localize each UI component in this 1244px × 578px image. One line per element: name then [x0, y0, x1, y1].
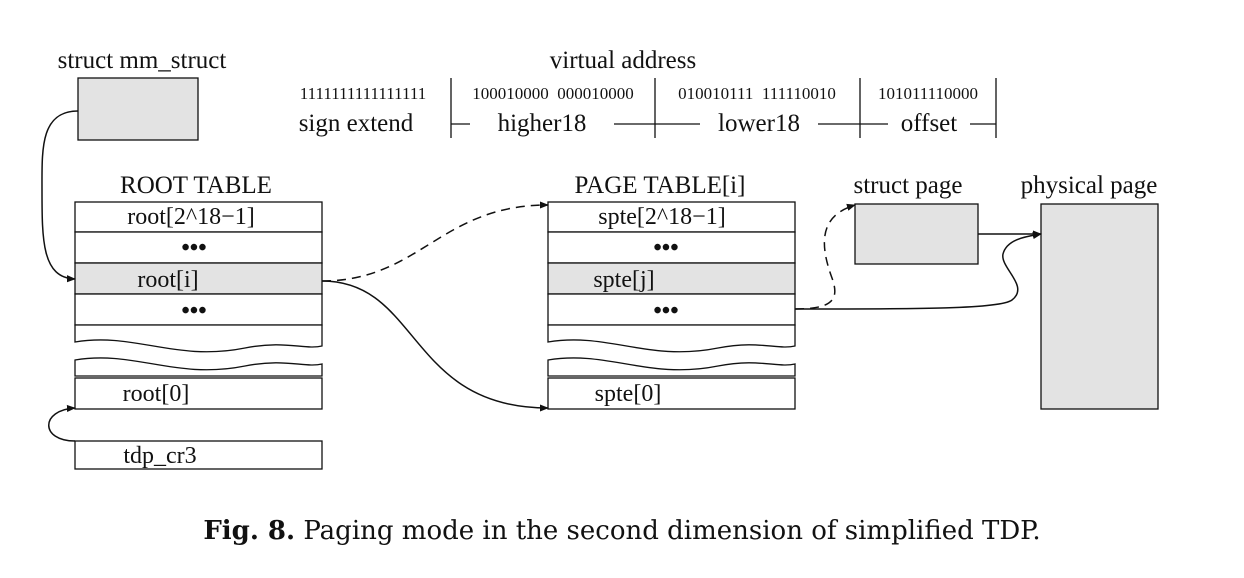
figure-caption-text: Paging mode in the second dimension of s… [303, 516, 1041, 546]
sign-extend-field: sign extend [299, 110, 414, 137]
spte-entry-selected-label: spte[j] [593, 267, 654, 293]
offset-bits: 101011110000 [878, 84, 978, 103]
tdp-paging-diagram: struct mm_struct virtual address 1111111… [41, 47, 1159, 470]
spte-entry-top [547, 201, 796, 233]
offset-field: offset [901, 110, 958, 137]
spte-ellipsis-upper: ••• [653, 235, 678, 261]
root-entry-dots-upper [74, 231, 323, 264]
spte-entry-dots-upper [547, 231, 796, 264]
figure-number: Fig. 8. [203, 516, 296, 546]
root-entry-selected-label: root[i] [137, 267, 198, 293]
physical-page-box [1040, 203, 1159, 410]
lower18-field: lower18 [718, 110, 800, 137]
root-table-break-bottom [74, 357, 323, 377]
spte-ellipsis-lower: ••• [653, 298, 678, 324]
page-table: spte[2^18−1] ••• spte[j] ••• spte[0] [547, 201, 796, 410]
tdp-cr3-label: tdp_cr3 [123, 443, 196, 469]
address-field-separators [450, 78, 997, 138]
cr3-to-root-arrow [48, 404, 76, 442]
lower18-bits: 010010111 111110010 [678, 84, 836, 103]
physical-page-label: physical page [1021, 172, 1158, 199]
root-entry-top [74, 201, 323, 233]
root-entry-bottom-label: root[0] [123, 381, 190, 407]
root-to-spte0-arrow [321, 280, 549, 412]
tdp-cr3-box [74, 440, 323, 470]
root-entry-dots-lower [74, 293, 323, 326]
root-table-title: ROOT TABLE [120, 172, 272, 199]
spte-entry-top-label: spte[2^18−1] [598, 204, 725, 230]
spte-entry-bottom [547, 377, 796, 410]
struct-page-box [854, 203, 979, 265]
spte-entry-bottom-label: spte[0] [595, 381, 662, 407]
page-table-break-bottom [547, 357, 796, 377]
root-entry-top-label: root[2^18−1] [127, 204, 254, 230]
higher18-field: higher18 [498, 110, 587, 137]
mm-struct-to-root-arrow [41, 110, 79, 283]
spte-to-physical-page-arrow [794, 231, 1042, 310]
root-table-break-top [74, 324, 323, 353]
mm-struct-box [77, 77, 199, 141]
virtual-address-label: virtual address [550, 47, 696, 74]
mm-struct-label: struct mm_struct [58, 47, 227, 74]
sign-extend-bits: 1111111111111111 [300, 84, 427, 103]
root-ellipsis-lower: ••• [181, 298, 206, 324]
page-table-break-top [547, 324, 796, 353]
struct-page-label: struct page [854, 172, 963, 199]
root-ellipsis-upper: ••• [181, 235, 206, 261]
spte-to-struct-page-dashed-arrow [794, 203, 856, 310]
virtual-address-bits: 1111111111111111 100010000 000010000 010… [300, 84, 978, 103]
higher18-bits: 100010000 000010000 [472, 84, 634, 103]
root-table: root[2^18−1] ••• root[i] ••• root[0] [74, 201, 323, 410]
root-to-page-table-dashed-arrow [321, 201, 549, 282]
page-table-title: PAGE TABLE[i] [575, 172, 746, 199]
root-entry-bottom [74, 377, 323, 410]
spte-entry-dots-lower [547, 293, 796, 326]
spte-entry-selected [547, 262, 796, 295]
figure-caption: Fig. 8. Paging mode in the second dimens… [0, 516, 1244, 546]
